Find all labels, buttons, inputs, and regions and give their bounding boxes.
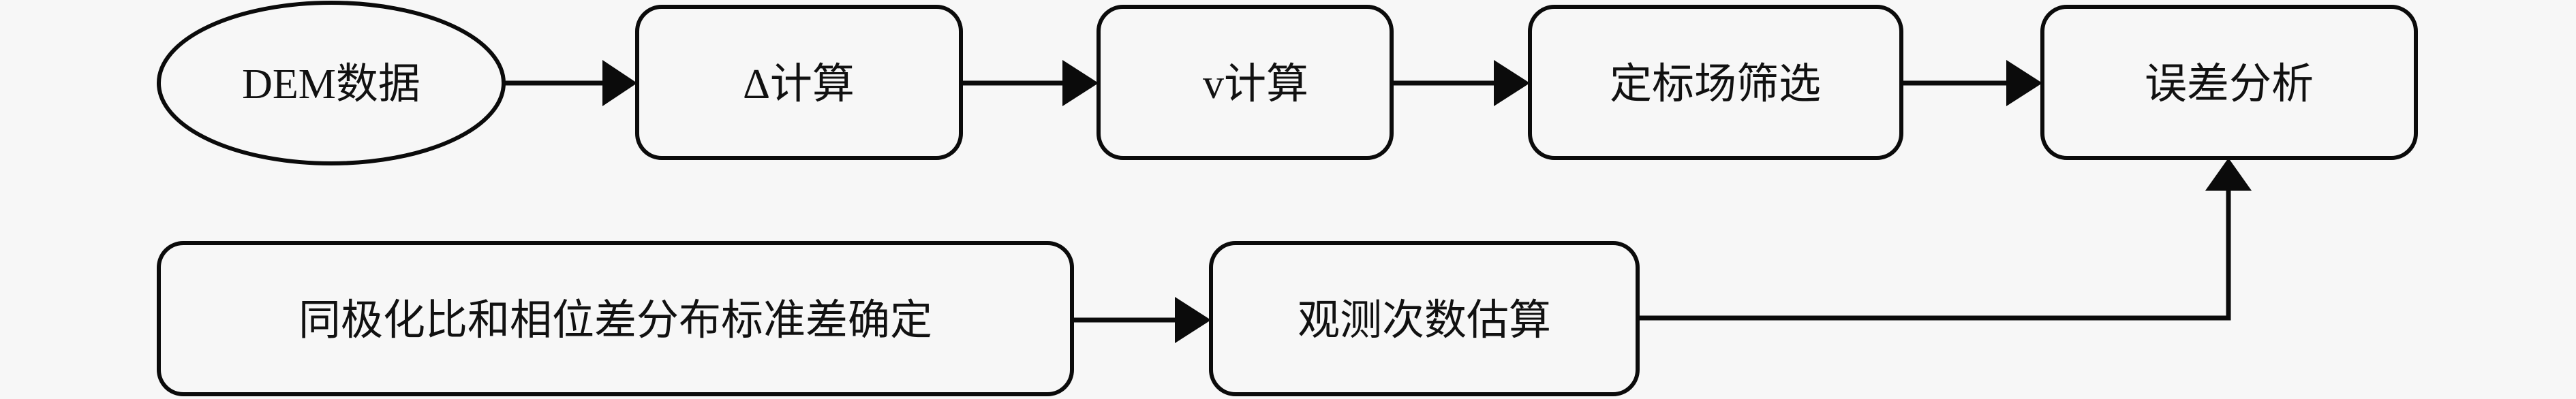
node-observation-count-estimation[interactable]: 观测次数估算 (1209, 241, 1640, 396)
node-group: DEM数据 Δ计算 v计算 定标场筛选 误差分析 (157, 1, 2418, 396)
node-label-dem-data: DEM数据 (242, 61, 420, 108)
arrow-head-icon (1175, 297, 1211, 343)
edge-obscount-to-erroranalysis (1638, 158, 2252, 321)
node-cal-site-selection[interactable]: 定标场筛选 (1528, 5, 1903, 160)
arrow-head-icon (1062, 60, 1099, 106)
node-copol-ratio-phase-std[interactable]: 同极化比和相位差分布标准差确定 (157, 241, 1074, 396)
arrow-head-icon (602, 60, 637, 106)
arrow-head-icon (1494, 60, 1530, 106)
node-label-copol-ratio-phase-std: 同极化比和相位差分布标准差确定 (298, 298, 932, 344)
node-label-error-analysis: 误差分析 (2145, 61, 2314, 108)
node-label-cal-site-selection: 定标场筛选 (1610, 61, 1821, 108)
node-dem-data[interactable]: DEM数据 (157, 1, 506, 165)
edge-vcalc-to-calsite (1392, 60, 1530, 106)
node-rect-shape[interactable] (1209, 241, 1640, 396)
node-rect-shape[interactable] (2040, 5, 2418, 160)
node-v-calc[interactable]: v计算 (1086, 5, 1403, 160)
edge-line (1638, 184, 2231, 321)
node-rect-shape[interactable] (1097, 5, 1394, 160)
node-rect-shape[interactable] (635, 5, 963, 160)
arrow-head-icon (2205, 158, 2252, 191)
node-label-delta-calc: Δ计算 (743, 61, 855, 108)
arrow-head-icon (2006, 60, 2042, 106)
node-label-v-suffix: 计算 (1224, 61, 1308, 108)
node-error-analysis[interactable]: 误差分析 (2040, 5, 2418, 160)
edge-delta-to-vcalc (961, 60, 1099, 106)
edge-calsite-to-erroranalysis (1901, 60, 2042, 106)
node-rect-shape[interactable] (1528, 5, 1903, 160)
node-delta-calc[interactable]: Δ计算 (635, 5, 963, 160)
edge-group (504, 60, 2252, 343)
node-ellipse-shape[interactable] (157, 1, 506, 165)
edge-copolstd-to-obscount (1072, 297, 1211, 343)
node-rect-shape[interactable] (157, 241, 1074, 396)
edge-dem-to-delta (504, 60, 637, 106)
node-label-v-calc: v计算 (1086, 61, 1403, 108)
node-label-v-symbol: v (1203, 61, 1224, 108)
node-label-observation-count-estimation: 观测次数估算 (1298, 298, 1551, 344)
